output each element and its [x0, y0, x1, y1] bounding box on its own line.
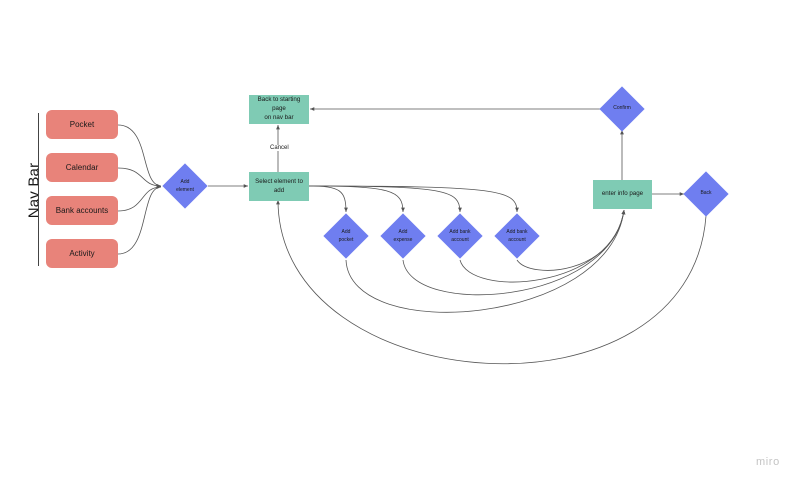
edge-add-bank-2-to-enter-info — [516, 209, 626, 271]
edge-calendar-to-add-element — [117, 167, 162, 188]
nav-item-bank-accounts[interactable]: Bank accounts — [46, 196, 118, 225]
process-enter-info-page[interactable]: enter info page — [593, 180, 652, 209]
nav-item-calendar[interactable]: Calendar — [46, 153, 118, 182]
edge-activity-to-add-element — [117, 185, 162, 255]
edge-select-to-add-expense — [307, 185, 405, 213]
edge-add-bank-1-to-enter-info — [459, 209, 626, 283]
process-back-to-starting-page[interactable]: Back to starting page on nav bar — [249, 95, 309, 124]
nav-bar-divider — [38, 113, 39, 266]
nav-item-pocket[interactable]: Pocket — [46, 110, 118, 139]
edge-bank-accounts-to-add-element — [117, 185, 162, 212]
edge-add-pocket-to-enter-info — [345, 209, 626, 313]
miro-watermark: miro — [756, 456, 780, 468]
edge-pocket-to-add-element — [117, 124, 162, 188]
edge-select-to-add-pocket — [307, 185, 348, 213]
edge-back-to-select — [276, 199, 707, 365]
edge-label-cancel: Cancel — [268, 145, 291, 151]
nav-item-activity[interactable]: Activity — [46, 239, 118, 268]
process-select-element[interactable]: Select element to add — [249, 172, 309, 201]
edge-select-to-add-bank-2 — [307, 185, 519, 213]
